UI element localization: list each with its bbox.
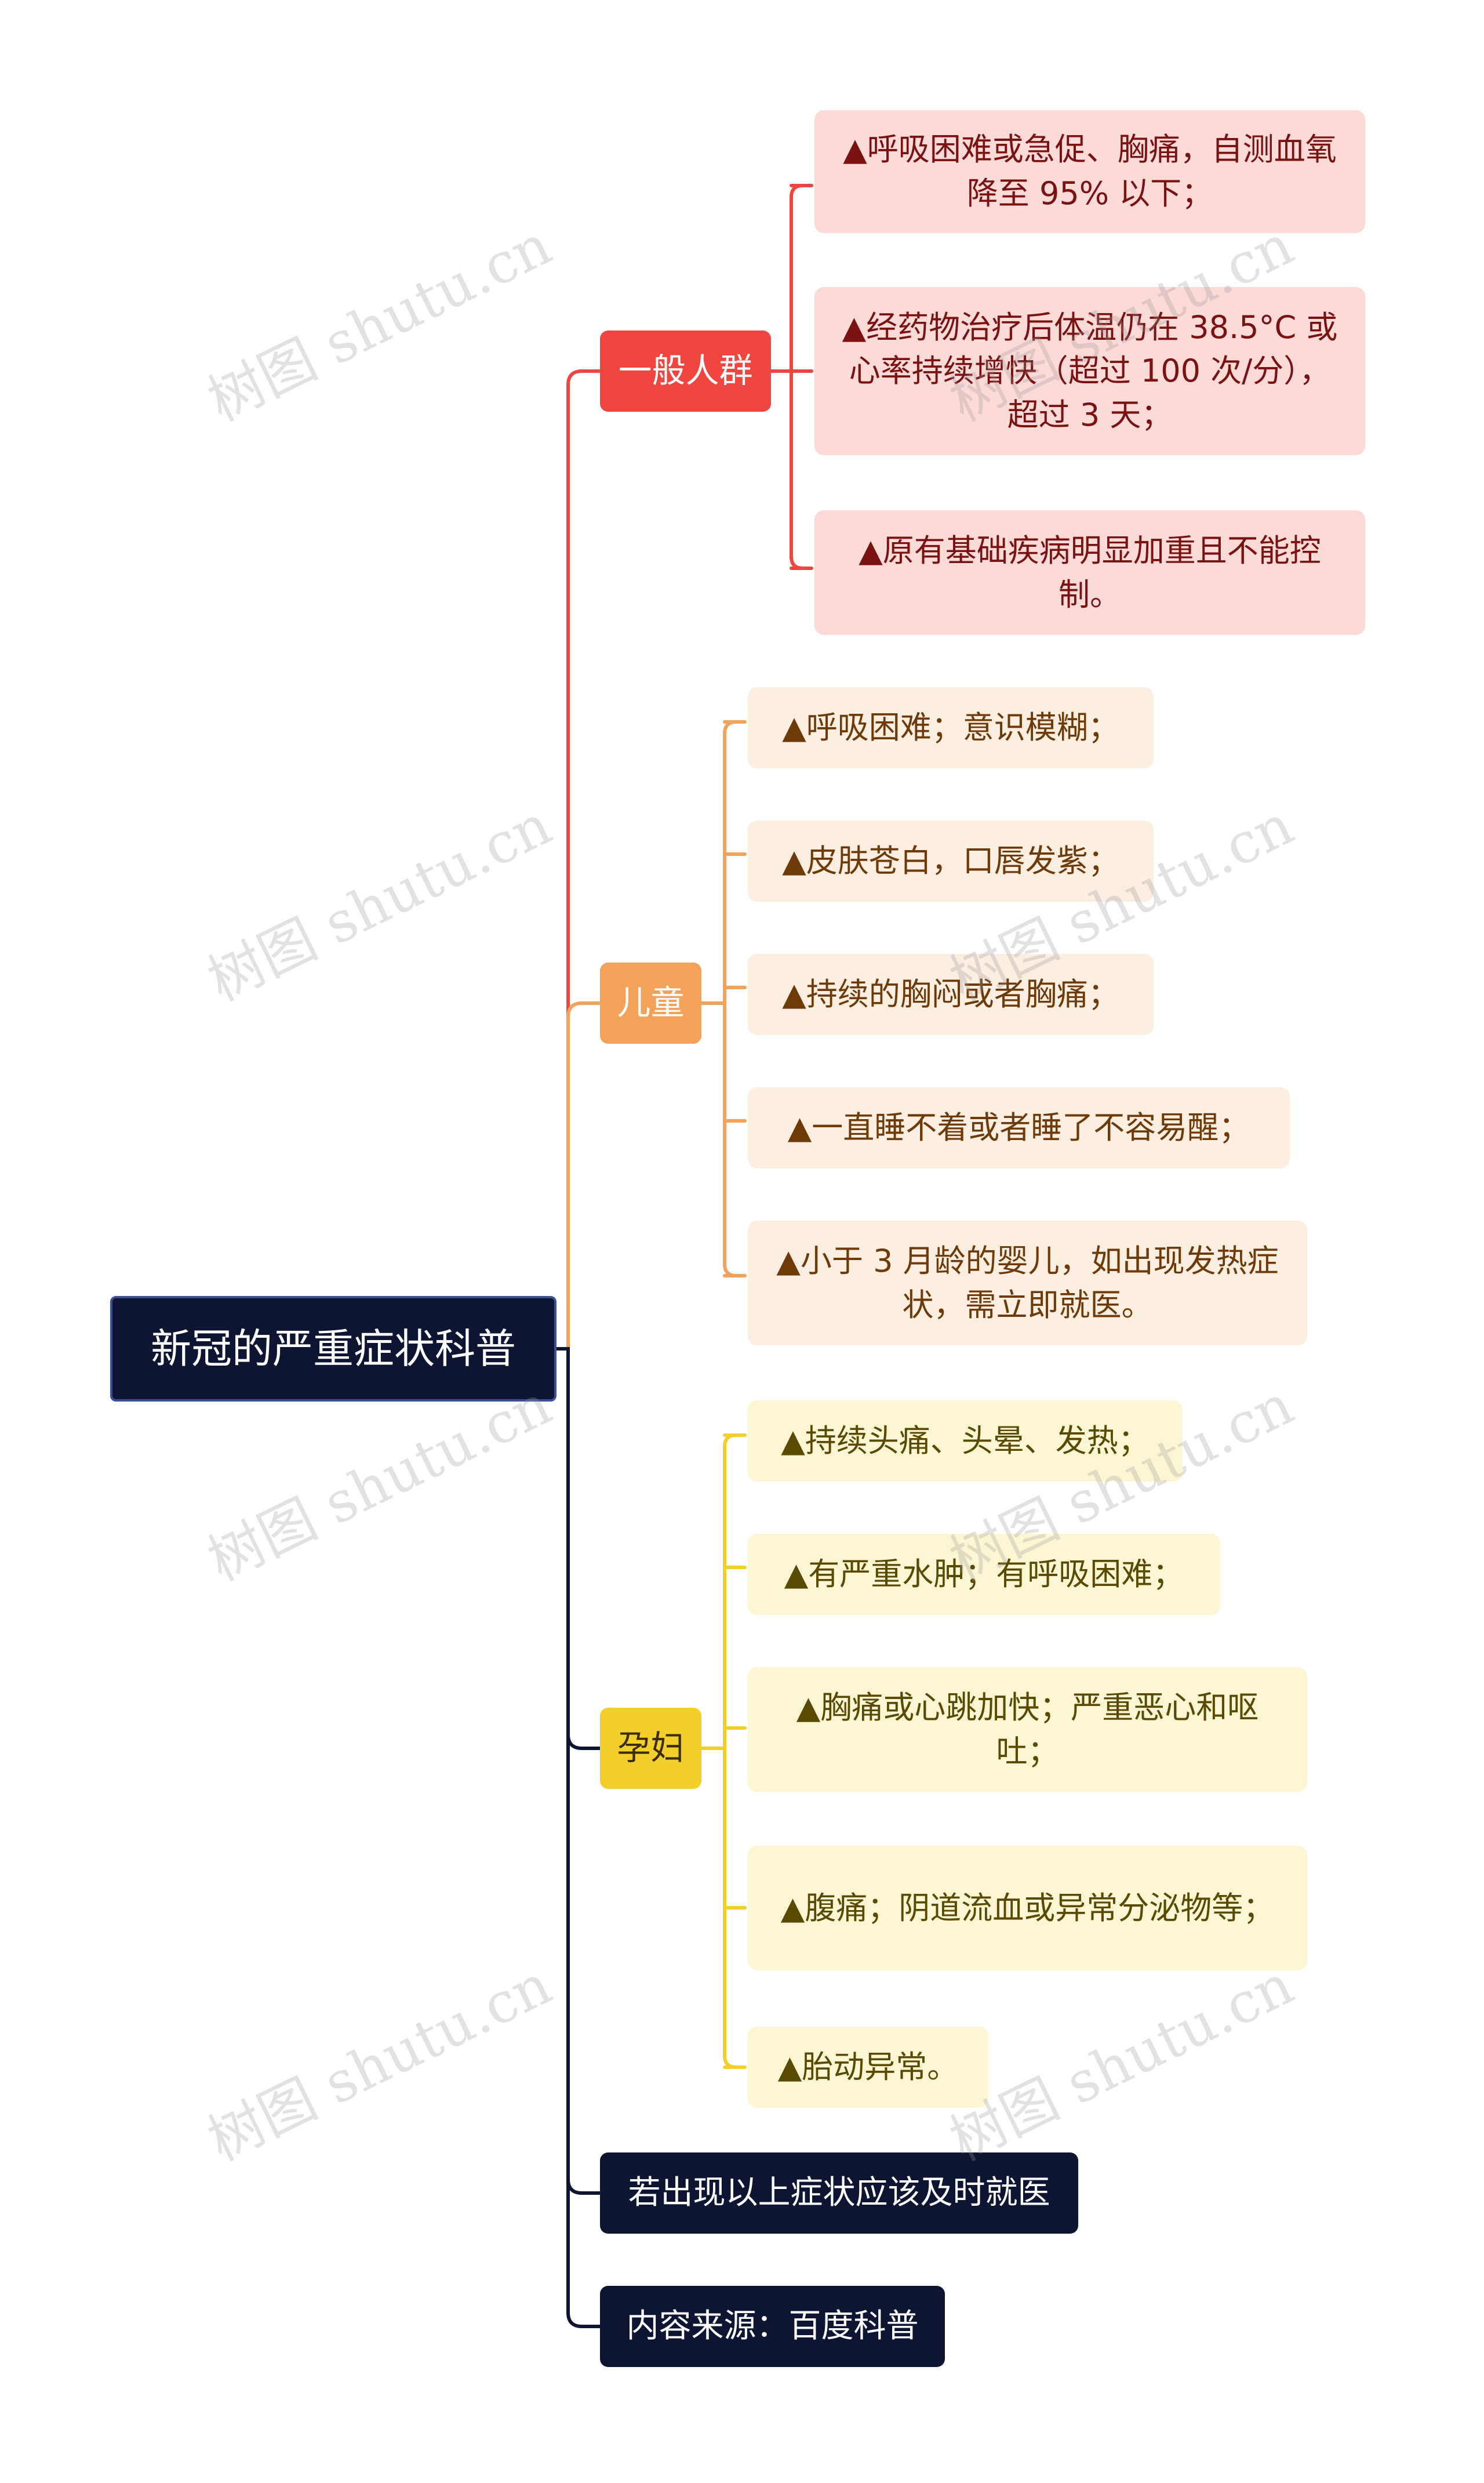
connector-root-source <box>566 2173 602 2328</box>
connector-root-advice <box>566 1732 602 2195</box>
branch-seek-medical-advice[interactable]: 若出现以上症状应该及时就医 <box>600 2152 1078 2234</box>
children-leaf-5[interactable]: ▲小于 3 月龄的婴儿，如出现发热症状，需立即就医。 <box>748 1221 1307 1345</box>
children-leaf-1[interactable]: ▲呼吸困难；意识模糊； <box>748 687 1154 768</box>
general-leaf-3[interactable]: ▲原有基础疾病明显加重且不能控制。 <box>814 510 1365 635</box>
general-leaf-1[interactable]: ▲呼吸困难或急促、胸痛，自测血氧降至 95% 以下； <box>814 110 1365 233</box>
connector-pregnant-leaves <box>700 1433 747 2069</box>
connector-children-leaves <box>700 720 747 1277</box>
pregnant-leaf-1[interactable]: ▲持续头痛、头晕、发热； <box>748 1400 1183 1482</box>
general-leaf-2[interactable]: ▲经药物治疗后体温仍在 38.5°C 或心率持续增快（超过 100 次/分），超… <box>814 287 1365 455</box>
pregnant-leaf-4[interactable]: ▲腹痛；阴道流血或异常分泌物等； <box>748 1846 1307 1970</box>
branch-content-source[interactable]: 内容来源：百度科普 <box>600 2286 945 2367</box>
branch-pregnant[interactable]: 孕妇 <box>600 1708 701 1789</box>
connector-root-general <box>555 369 602 1351</box>
root-topic[interactable]: 新冠的严重症状科普 <box>110 1296 556 1402</box>
pregnant-leaf-3[interactable]: ▲胸痛或心跳加快；严重恶心和呕吐； <box>748 1667 1307 1792</box>
branch-general-population[interactable]: 一般人群 <box>600 331 771 412</box>
connector-general-leaves <box>769 184 813 570</box>
pregnant-leaf-5[interactable]: ▲胎动异常。 <box>748 2027 988 2108</box>
children-leaf-3[interactable]: ▲持续的胸闷或者胸痛； <box>748 954 1154 1035</box>
connector-root-pregnant <box>555 1347 602 1750</box>
pregnant-leaf-2[interactable]: ▲有严重水肿；有呼吸困难； <box>748 1534 1220 1615</box>
children-leaf-4[interactable]: ▲一直睡不着或者睡了不容易醒； <box>748 1087 1290 1168</box>
connector-root-children <box>566 1001 602 1351</box>
branch-children[interactable]: 儿童 <box>600 963 701 1044</box>
children-leaf-2[interactable]: ▲皮肤苍白，口唇发紫； <box>748 821 1154 902</box>
